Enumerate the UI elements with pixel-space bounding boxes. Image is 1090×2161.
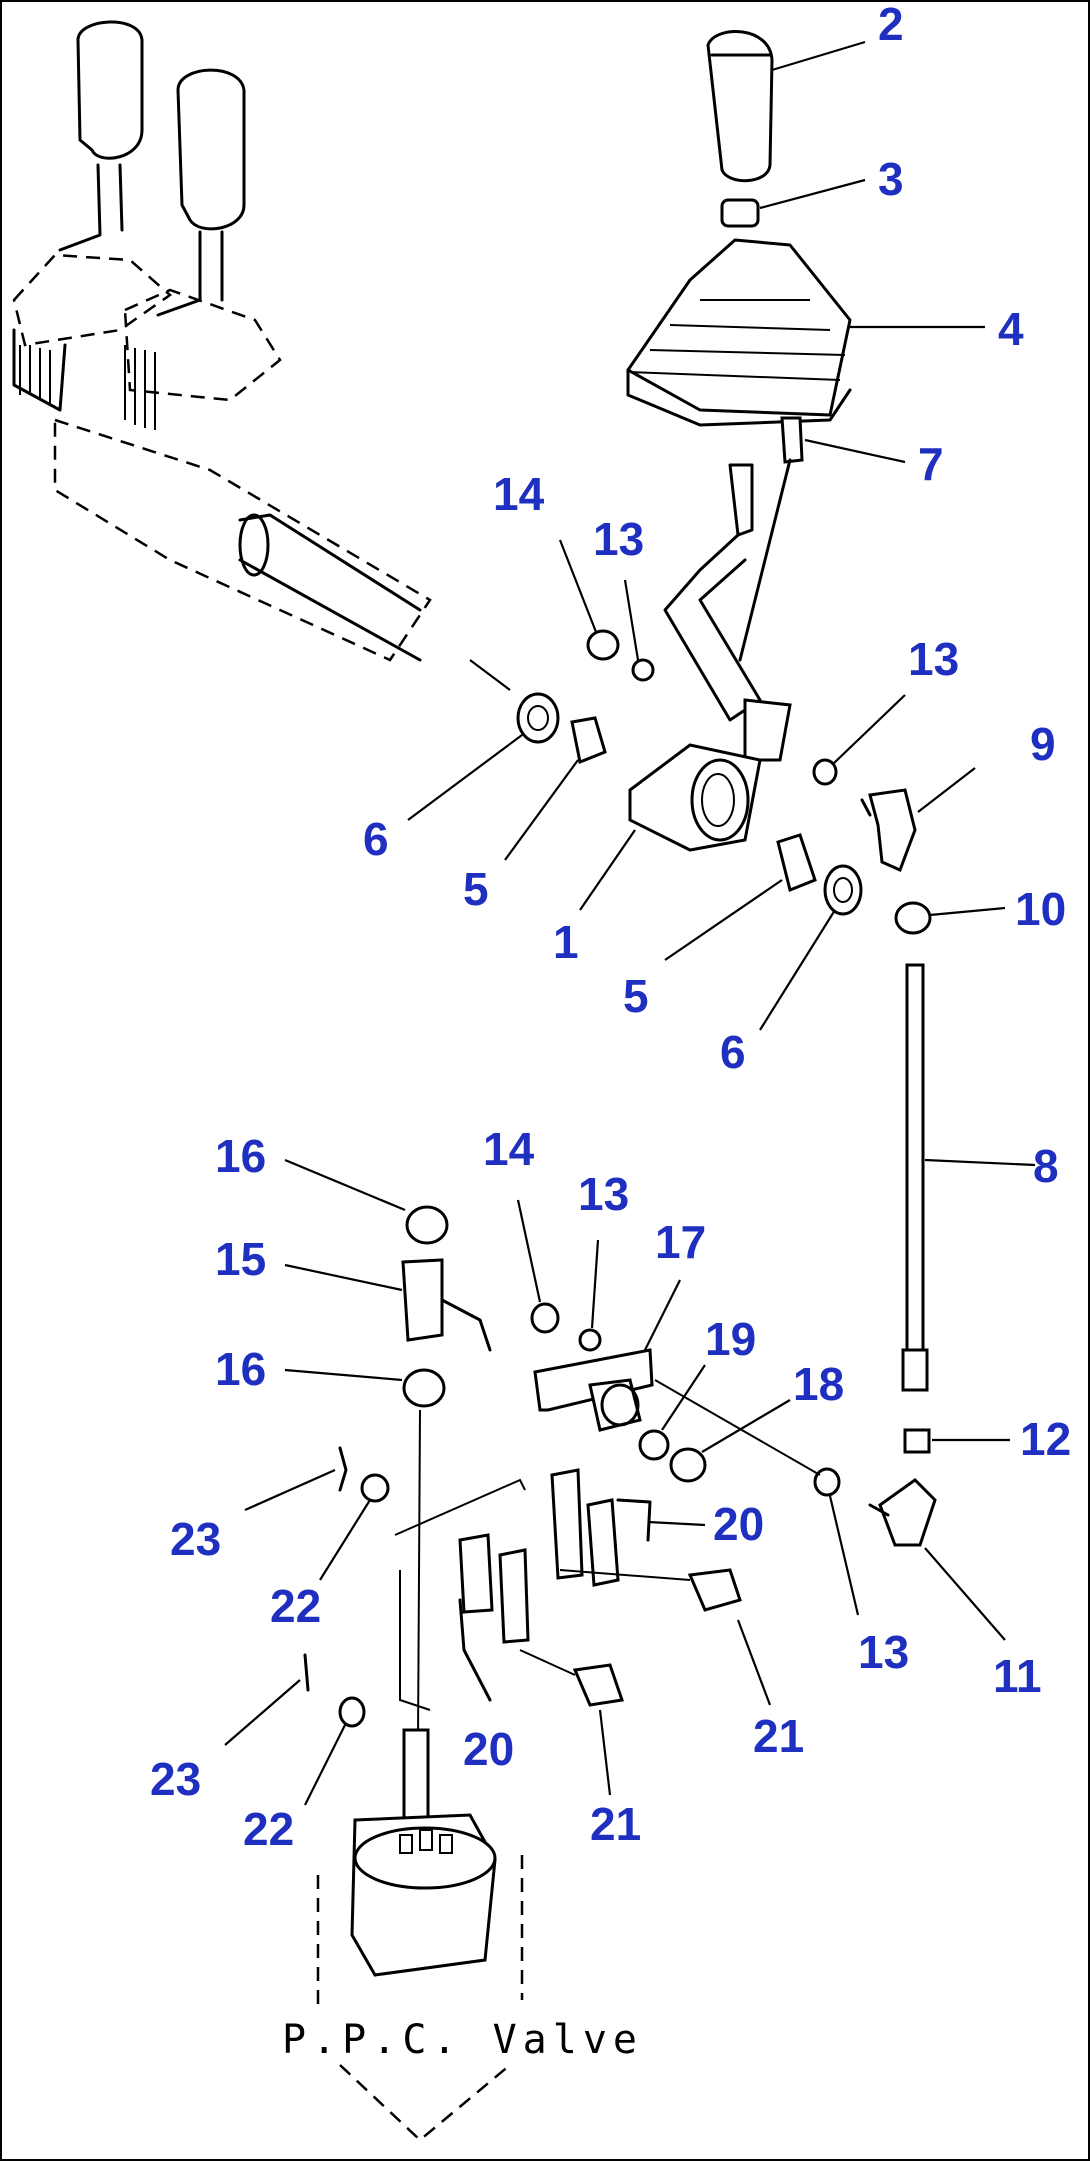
callout-5-upper: 5 bbox=[463, 863, 489, 915]
callout-13-lower-right: 13 bbox=[858, 1626, 909, 1678]
callout-4: 4 bbox=[998, 303, 1024, 355]
callout-10: 10 bbox=[1015, 883, 1066, 935]
callout-8: 8 bbox=[1033, 1140, 1059, 1192]
part-joint-9 bbox=[860, 767, 976, 873]
callout-13-lower-left: 13 bbox=[578, 1168, 629, 1220]
part-grip bbox=[706, 30, 866, 183]
callout-15: 15 bbox=[215, 1233, 266, 1285]
part-plates-20 bbox=[394, 1468, 706, 1711]
part-clip-23-lower bbox=[224, 1653, 310, 1746]
part-block-15 bbox=[284, 1258, 492, 1352]
part-nut-10 bbox=[894, 901, 1006, 935]
part-pins-21 bbox=[519, 1568, 772, 1796]
part-rod-8 bbox=[901, 963, 1036, 1392]
ppc-valve bbox=[316, 1728, 524, 2142]
bearings-and-seals bbox=[407, 692, 863, 1031]
callout-9: 9 bbox=[1030, 718, 1056, 770]
part-boot bbox=[626, 238, 985, 427]
callout-14-upper: 14 bbox=[493, 468, 545, 520]
callout-14-lower: 14 bbox=[483, 1123, 535, 1175]
callout-21-upper: 21 bbox=[753, 1710, 804, 1762]
part-joint-11 bbox=[868, 1478, 1006, 1641]
part-nut-18 bbox=[669, 1399, 791, 1483]
callout-19: 19 bbox=[705, 1313, 756, 1365]
part-washer-13-lower bbox=[654, 1379, 860, 1616]
part-nut-16-upper bbox=[284, 1158, 449, 1245]
part-bushing-1 bbox=[579, 743, 762, 911]
callout-22-upper: 22 bbox=[270, 1580, 321, 1632]
callout-5-lower: 5 bbox=[623, 970, 649, 1022]
reference-lever-assembly bbox=[12, 20, 511, 691]
callout-3: 3 bbox=[878, 153, 904, 205]
callout-13-upper-left: 13 bbox=[593, 513, 644, 565]
callout-22-lower: 22 bbox=[243, 1803, 294, 1855]
callout-16-lower: 16 bbox=[215, 1343, 266, 1395]
callout-23-upper: 23 bbox=[170, 1513, 221, 1565]
callout-6-upper: 6 bbox=[363, 813, 389, 865]
part-nut-3 bbox=[720, 178, 866, 228]
callout-6-lower: 6 bbox=[720, 1026, 746, 1078]
callout-12: 12 bbox=[1020, 1413, 1071, 1465]
callout-16-upper: 16 bbox=[215, 1130, 266, 1182]
part-washer-22-lower bbox=[304, 1696, 366, 1806]
callout-2: 2 bbox=[878, 0, 904, 50]
ppc-valve-caption: P.P.C. Valve bbox=[282, 2017, 643, 2063]
part-nut-16-lower bbox=[284, 1368, 446, 1741]
callout-labels: 2 3 4 7 14 13 13 9 6 5 1 5 6 10 8 16 14 … bbox=[150, 0, 1071, 1855]
callout-11: 11 bbox=[993, 1650, 1042, 1702]
lower-hardware bbox=[516, 1199, 602, 1352]
part-switch bbox=[780, 416, 906, 464]
callout-21-lower: 21 bbox=[590, 1798, 641, 1850]
upper-hardware bbox=[558, 539, 906, 786]
callout-20-upper: 20 bbox=[713, 1498, 764, 1550]
callout-1: 1 bbox=[553, 916, 579, 968]
callout-17: 17 bbox=[655, 1216, 706, 1268]
callout-13-upper-right: 13 bbox=[908, 633, 959, 685]
callout-20-lower: 20 bbox=[463, 1723, 514, 1775]
callout-7: 7 bbox=[918, 438, 944, 490]
part-nut-12 bbox=[903, 1428, 1010, 1454]
callout-18: 18 bbox=[793, 1358, 844, 1410]
part-lever bbox=[663, 458, 792, 762]
part-washer-22-upper bbox=[319, 1473, 390, 1581]
part-clip-23-upper bbox=[244, 1446, 348, 1512]
part-bracket-17 bbox=[533, 1279, 681, 1432]
callout-23-lower: 23 bbox=[150, 1753, 201, 1805]
